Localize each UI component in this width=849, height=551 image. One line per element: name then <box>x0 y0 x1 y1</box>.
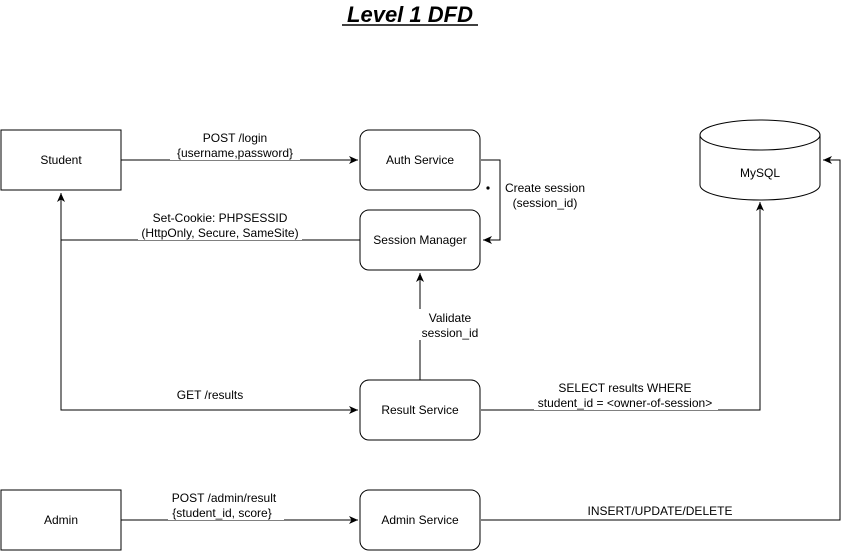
edge-create-session <box>481 159 501 244</box>
admin-post-label-2: {student_id, score} <box>172 506 271 520</box>
cookie-label-2: (HttpOnly, Secure, SameSite) <box>141 226 298 240</box>
validate-label-2: session_id <box>422 326 479 340</box>
edge-get-results <box>60 240 358 414</box>
edge-iud <box>481 156 841 521</box>
node-admin-service[interactable]: Admin Service <box>359 489 481 551</box>
edge-select <box>481 202 764 411</box>
node-mysql[interactable]: MySQL <box>699 119 821 201</box>
admin-post-label-1: POST /admin/result <box>172 491 277 505</box>
node-student[interactable]: Student <box>0 129 122 191</box>
session-manager-label: Session Manager <box>373 233 466 247</box>
admin-label: Admin <box>44 513 78 527</box>
admin-service-label: Admin Service <box>381 513 459 527</box>
node-session-manager[interactable]: Session Manager <box>359 209 481 271</box>
validate-label-1: Validate <box>429 311 472 325</box>
cookie-label-1: Set-Cookie: PHPSESSID <box>153 211 288 225</box>
node-admin[interactable]: Admin <box>0 489 122 551</box>
node-result-service[interactable]: Result Service <box>359 379 481 441</box>
iud-label: INSERT/UPDATE/DELETE <box>588 504 733 518</box>
student-label: Student <box>40 153 82 167</box>
auth-service-label: Auth Service <box>386 153 454 167</box>
result-service-label: Result Service <box>381 403 459 417</box>
mysql-label: MySQL <box>740 166 780 180</box>
select-label-2: student_id = <owner-of-session> <box>538 396 712 410</box>
node-auth-service[interactable]: Auth Service <box>359 129 481 191</box>
edge-dot <box>486 186 490 190</box>
diagram-title: Level 1 DFD <box>347 2 473 27</box>
create-session-label-2: (session_id) <box>513 196 578 210</box>
login-label-2: {username,password} <box>177 146 293 160</box>
select-label-1: SELECT results WHERE <box>558 381 691 395</box>
create-session-label-1: Create session <box>505 181 585 195</box>
login-label-1: POST /login <box>203 131 267 145</box>
get-results-label: GET /results <box>177 388 243 402</box>
